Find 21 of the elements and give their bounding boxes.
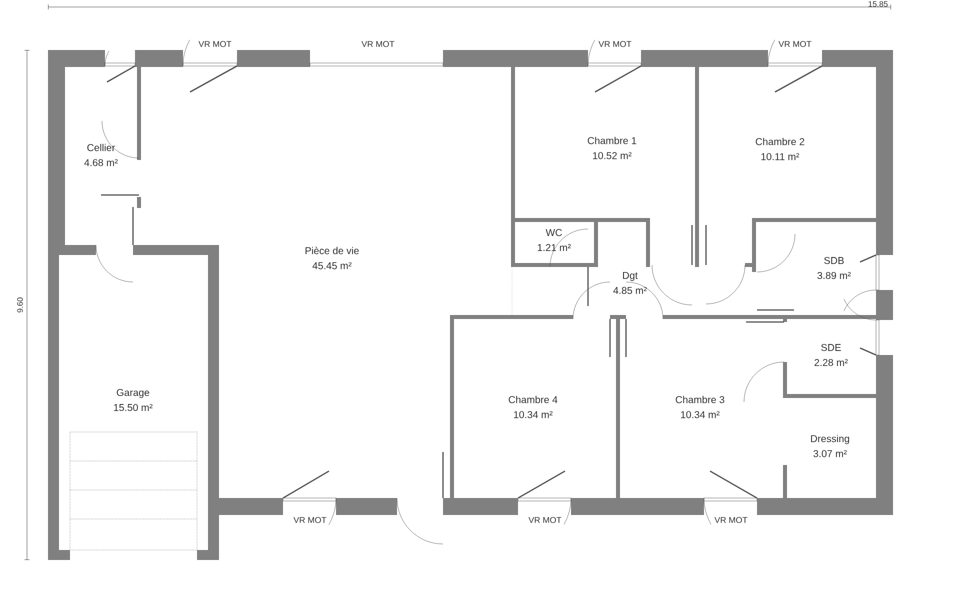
room-label: Chambre 3 10.34 m² [676,396,724,418]
window-label: VR MOT [198,41,232,47]
window-label: VR MOT [778,41,812,47]
room-label: Garage 15.50 m² [114,388,153,412]
room-label: Dgt 4.85 m² [613,272,647,294]
room-label: Cellier 4.68 m² [84,144,118,166]
window-label: VR MOT [528,517,562,523]
window-label: VR MOT [714,517,748,523]
dimension-label: 9.60 [17,298,23,312]
room-label: Pièce de vie 45.45 m² [306,246,359,270]
room-label: Chambre 1 10.52 m² [588,136,636,160]
room-label: WC 1.21 m² [538,229,571,251]
room-label: Chambre 4 10.34 m² [508,396,558,418]
window-label: VR MOT [294,517,326,523]
window-label: VR MOT [598,41,632,47]
dimension-label: 15.85 [868,1,888,7]
room-label: SDE 2.28 m² [814,344,848,366]
room-label: SDB 3.89 m² [817,256,851,280]
room-label: Chambre 2 10.11 m² [756,138,804,160]
window-label: VR MOT [362,41,394,47]
room-label: Dressing 3.07 m² [811,434,850,458]
